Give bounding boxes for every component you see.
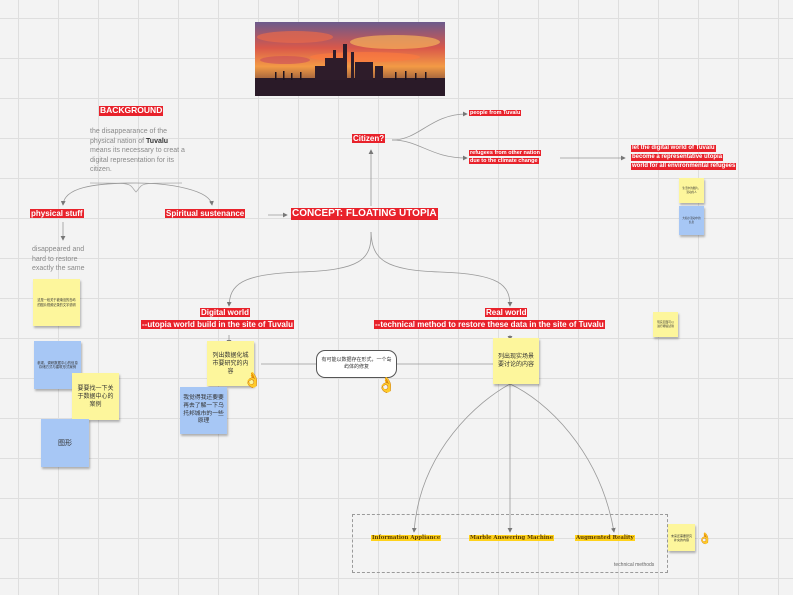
sticky-note-n6[interactable]: 图形	[41, 419, 89, 467]
digital-world-node: Digital world	[200, 308, 250, 318]
sticky-note-n5[interactable]: 要要找一下关于数据中心的案例	[72, 373, 119, 420]
spiritual-sustenance-node: Spiritual sustenance	[165, 209, 246, 219]
let-node-line2: become a representative utopia	[631, 154, 724, 161]
sticky-note-n11[interactable]: 现实层面可以进行哪些试验	[653, 312, 678, 337]
sticky-note-n12[interactable]: 未来还需要研究补充的内容	[668, 524, 695, 551]
technical-methods-frame	[352, 514, 668, 573]
let-node-line3: world for all environmental refugees	[631, 163, 737, 170]
information-appliance-label: Information Appliance	[371, 535, 442, 541]
refugees-node-line2: due to the climate change	[469, 158, 539, 165]
banner-image	[255, 22, 445, 96]
concept-node: CONCEPT: FLOATING UTOPIA	[291, 208, 438, 220]
real-world-subtitle: --technical method to restore these data…	[374, 320, 605, 330]
sticky-note-n2[interactable]: 大和小流动中的信息	[679, 206, 704, 235]
people-from-tuvalu-node: people from Tuvalu	[469, 110, 522, 117]
sticky-note-n8[interactable]: 我觉得我还要要再去了解一下乌托邦城市的一些原理	[180, 387, 227, 434]
ok-hand-icon: 👌	[243, 372, 262, 389]
technical-methods-caption: technical methods	[614, 562, 655, 568]
sticky-note-n7[interactable]: 列出数据化城市要研究的内容	[207, 341, 254, 386]
let-node-line1: let the digital world of Tuvalu	[631, 145, 716, 152]
background-title: BACKGROUND	[99, 105, 164, 116]
refugees-node-line1: refugees from other nation	[469, 150, 541, 157]
background-description: the disappearance of the physical nation…	[90, 128, 185, 173]
sticky-note-n10[interactable]: 列出现实场景要讨论的内容	[493, 338, 539, 384]
ok-hand-icon: 👌	[698, 533, 712, 545]
disappeared-text: disappeared and hard to restore exactly …	[32, 246, 85, 272]
marble-answering-machine-label: Marble Answering Machine	[469, 535, 555, 541]
physical-stuff-node: physical stuff	[30, 209, 84, 219]
sticky-note-n1[interactable]: 生活中的图片，流动的人	[679, 178, 704, 203]
digital-world-subtitle: --utopia world build in the site of Tuva…	[141, 320, 294, 330]
real-world-node: Real world	[485, 308, 528, 318]
augmented-reality-label: Augmented Reality	[575, 535, 635, 541]
ok-hand-icon: 👌	[377, 377, 396, 394]
sticky-note-n3[interactable]: 这是一段关于被淹没的岛屿的图片视频记录的文字说明	[33, 279, 80, 326]
chinese-text-box[interactable]: 有可能以数据存在形式，一个岛屿体的修复	[316, 350, 397, 378]
citizen-node: Citizen?	[352, 134, 386, 144]
